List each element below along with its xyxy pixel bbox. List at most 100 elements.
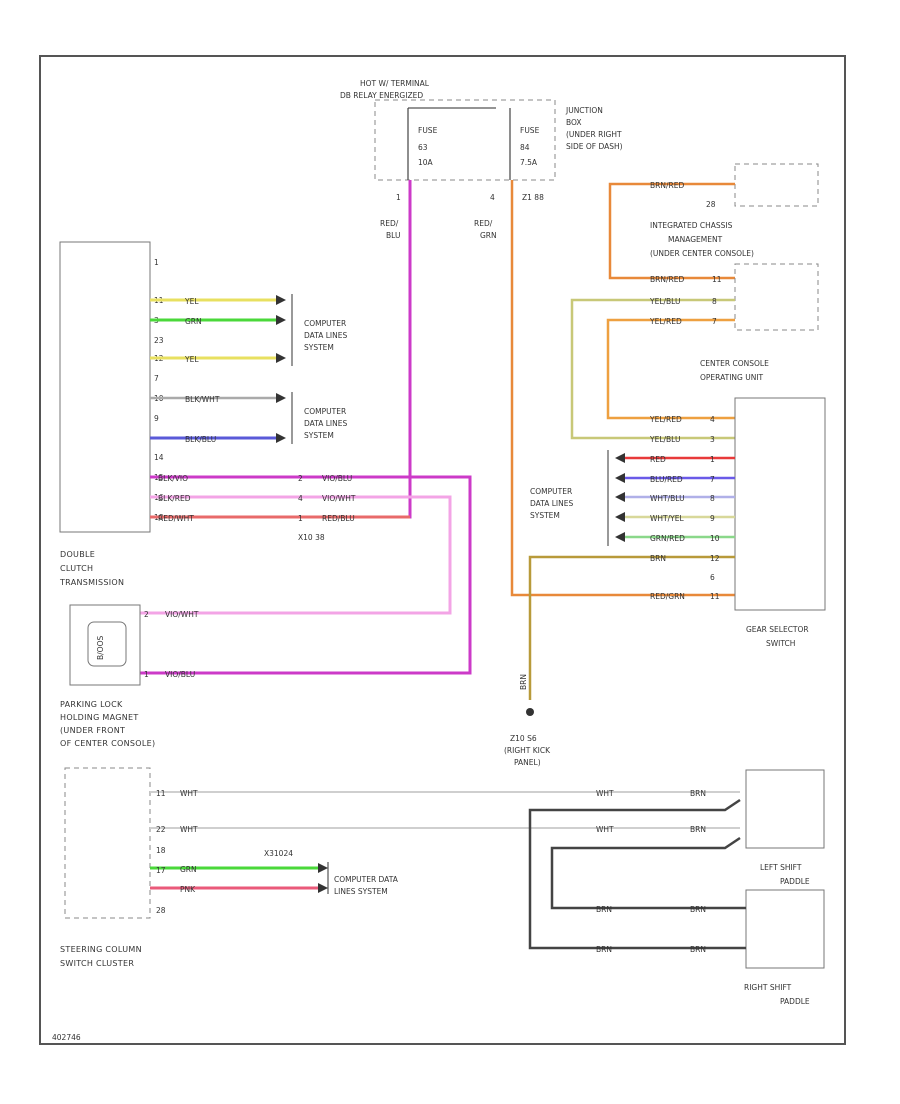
wire-yel-blu bbox=[570, 298, 735, 440]
hot-label-2: DB RELAY ENERGIZED bbox=[340, 91, 423, 100]
svg-text:WHT: WHT bbox=[180, 825, 198, 834]
svg-text:VIO/BLU: VIO/BLU bbox=[165, 670, 195, 679]
svg-text:OF CENTER CONSOLE): OF CENTER CONSOLE) bbox=[60, 739, 155, 748]
gear-selector-pin: 1 bbox=[710, 455, 715, 464]
diagram-id: 402746 bbox=[52, 1033, 81, 1042]
steering-box bbox=[64, 767, 151, 919]
transmission-pin: 7 bbox=[154, 374, 159, 383]
svg-text:17: 17 bbox=[156, 866, 166, 875]
diagram-border bbox=[39, 55, 846, 1045]
transmission-box bbox=[59, 241, 151, 533]
transmission-module: 11132312710914151618 DOUBLE CLUTCH TRANS… bbox=[59, 241, 164, 587]
svg-text:28: 28 bbox=[706, 200, 716, 209]
wire-grn-label: GRN bbox=[185, 317, 202, 326]
svg-text:1: 1 bbox=[144, 670, 149, 679]
shift-paddles: WHT WHT BRN BRN BRN BRN BRN BRN LEFT SHI… bbox=[528, 769, 825, 1006]
gear-selector-wire-label: WHT/BLU bbox=[650, 494, 685, 503]
transmission-pin: 14 bbox=[154, 453, 164, 462]
parking-lock-label: PARKING LOCK bbox=[60, 700, 123, 709]
right-paddle-label: RIGHT SHIFT bbox=[744, 983, 792, 992]
svg-text:63: 63 bbox=[418, 143, 428, 152]
ground-icon bbox=[526, 708, 534, 716]
left-paddle-label: LEFT SHIFT bbox=[760, 863, 802, 872]
svg-text:DATA LINES: DATA LINES bbox=[304, 419, 347, 428]
wire-bk-2 bbox=[550, 836, 741, 910]
svg-text:WHT: WHT bbox=[596, 789, 614, 798]
svg-text:Z10 S6: Z10 S6 bbox=[510, 734, 537, 743]
wire-red-grn-label: RED/ bbox=[474, 219, 493, 228]
svg-text:DATA LINES: DATA LINES bbox=[530, 499, 573, 508]
svg-text:SIDE OF DASH): SIDE OF DASH) bbox=[566, 142, 623, 151]
wire-blk-red bbox=[140, 495, 452, 615]
wire-yel-red bbox=[606, 318, 735, 420]
svg-text:BOX: BOX bbox=[566, 118, 582, 127]
wire-brn-red-chassis bbox=[608, 182, 735, 280]
svg-text:PADDLE: PADDLE bbox=[780, 877, 810, 886]
svg-text:GRN: GRN bbox=[480, 231, 497, 240]
data-lines-group-3: COMPUTER DATA LINES SYSTEM bbox=[530, 487, 573, 520]
transmission-wires: YEL GRN YEL BLK/WHT BLK/BLU COMPUTER DAT… bbox=[140, 294, 472, 675]
svg-text:YEL/BLU: YEL/BLU bbox=[649, 297, 680, 306]
svg-text:BRN: BRN bbox=[690, 789, 706, 798]
svg-text:RED/BLU: RED/BLU bbox=[322, 514, 355, 523]
svg-text:VIO/WHT: VIO/WHT bbox=[165, 610, 199, 619]
svg-text:BRN: BRN bbox=[596, 905, 612, 914]
gear-selector-pin: 6 bbox=[710, 573, 715, 582]
ground-z10-s6: BRN Z10 S6 (RIGHT KICK PANEL) bbox=[504, 674, 551, 767]
gear-selector-pin: 9 bbox=[710, 514, 715, 523]
junction-box-outline bbox=[374, 99, 556, 181]
svg-text:BRN/RED: BRN/RED bbox=[650, 275, 684, 284]
conn-z1-88: Z1 88 bbox=[522, 193, 544, 202]
wire-red-blu-label: RED/ bbox=[380, 219, 399, 228]
svg-text:8: 8 bbox=[712, 297, 717, 306]
conn-x31024: X31024 bbox=[264, 849, 293, 858]
gear-selector-pin: 3 bbox=[710, 435, 715, 444]
conn-x10-38: X10 38 bbox=[298, 533, 325, 542]
data-lines-group-1: COMPUTER DATA LINES SYSTEM bbox=[304, 319, 347, 352]
svg-text:WHT: WHT bbox=[596, 825, 614, 834]
svg-text:WHT: WHT bbox=[180, 789, 198, 798]
svg-text:28: 28 bbox=[156, 906, 166, 915]
left-paddle-box bbox=[745, 769, 825, 849]
gear-selector-box bbox=[734, 397, 826, 611]
svg-text:BRN: BRN bbox=[596, 945, 612, 954]
gear-selector-pin: 11 bbox=[710, 592, 720, 601]
parking-lock-box bbox=[69, 604, 141, 686]
svg-text:INTEGRATED CHASSIS: INTEGRATED CHASSIS bbox=[650, 221, 733, 230]
wire-brn-ground bbox=[528, 555, 735, 700]
steering-label: STEERING COLUMN bbox=[60, 945, 142, 954]
svg-text:COMPUTER DATA: COMPUTER DATA bbox=[334, 875, 399, 884]
steering-column-switch: 11 22 18 17 28 WHT WHT GRN PNK X31024 CO… bbox=[60, 767, 740, 968]
svg-text:FUSE: FUSE bbox=[520, 126, 540, 135]
hot-label: HOT W/ TERMINAL bbox=[360, 79, 430, 88]
svg-text:7: 7 bbox=[712, 317, 717, 326]
transmission-pin: 1 bbox=[154, 258, 159, 267]
svg-text:7.5A: 7.5A bbox=[520, 158, 538, 167]
console-box bbox=[734, 263, 819, 331]
svg-text:SYSTEM: SYSTEM bbox=[304, 343, 334, 352]
wire-yel-2-label: YEL bbox=[184, 355, 199, 364]
svg-text:(UNDER FRONT: (UNDER FRONT bbox=[60, 726, 125, 735]
svg-text:COMPUTER: COMPUTER bbox=[304, 319, 346, 328]
gear-selector-wire-label: BRN bbox=[650, 554, 666, 563]
svg-text:(UNDER CENTER CONSOLE): (UNDER CENTER CONSOLE) bbox=[650, 249, 754, 258]
svg-text:CENTER CONSOLE: CENTER CONSOLE bbox=[700, 359, 769, 368]
svg-text:(RIGHT KICK: (RIGHT KICK bbox=[504, 746, 551, 755]
svg-text:BLU: BLU bbox=[386, 231, 400, 240]
svg-text:BRN/RED: BRN/RED bbox=[650, 181, 684, 190]
gear-selector-label: GEAR SELECTOR bbox=[746, 625, 809, 634]
wire-blk-wht-label: BLK/WHT bbox=[185, 395, 220, 404]
svg-text:BRN: BRN bbox=[519, 674, 528, 690]
wire-blk-blu-label: BLK/BLU bbox=[185, 435, 216, 444]
svg-text:(UNDER RIGHT: (UNDER RIGHT bbox=[566, 130, 622, 139]
svg-text:SYSTEM: SYSTEM bbox=[530, 511, 560, 520]
svg-text:2: 2 bbox=[298, 474, 303, 483]
svg-text:FUSE: FUSE bbox=[418, 126, 438, 135]
center-console-unit: BRN/RED 11 YEL/BLU 8 YEL/RED 7 CENTER CO… bbox=[570, 263, 819, 440]
svg-text:SWITCH CLUSTER: SWITCH CLUSTER bbox=[60, 959, 134, 968]
svg-text:DATA LINES: DATA LINES bbox=[304, 331, 347, 340]
chassis-box bbox=[734, 163, 819, 207]
svg-text:MANAGEMENT: MANAGEMENT bbox=[668, 235, 723, 244]
